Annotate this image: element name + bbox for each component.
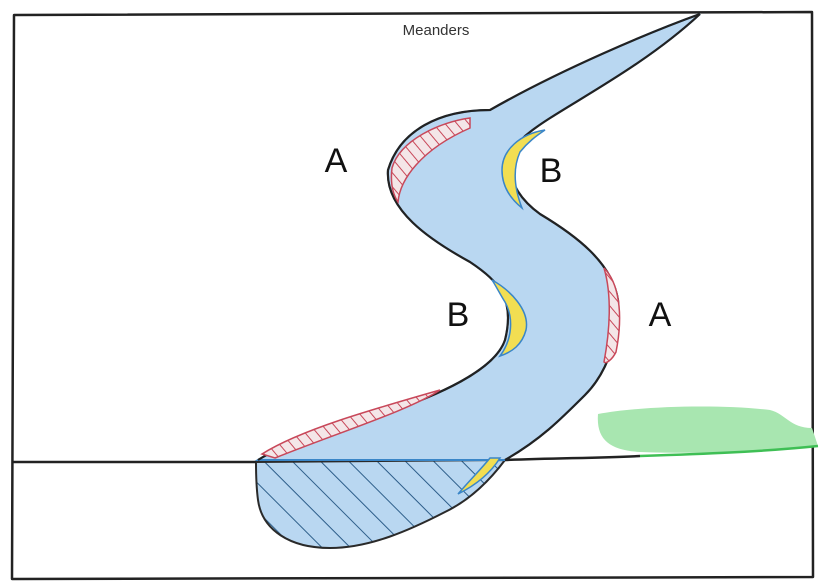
label-outer-bank-middle: A	[649, 296, 672, 334]
deposition-zone-bottom	[457, 457, 502, 495]
erosion-zone-middle	[603, 267, 621, 364]
erosion-zone-top	[390, 117, 471, 205]
grass-patch	[597, 406, 818, 453]
lake-basin	[254, 458, 508, 550]
deposition-zone-top	[501, 129, 546, 211]
erosion-zone-bottom	[260, 389, 441, 459]
grass-edge-line	[639, 444, 819, 458]
deposition-zone-middle	[491, 279, 528, 358]
river-right-bank-outline	[504, 13, 701, 461]
label-outer-bank-top: A	[325, 142, 348, 180]
label-inner-bank-top: B	[540, 152, 563, 190]
ground-line	[12, 454, 641, 464]
diagram-title: Meanders	[403, 22, 470, 39]
label-inner-bank-middle: B	[447, 296, 470, 334]
